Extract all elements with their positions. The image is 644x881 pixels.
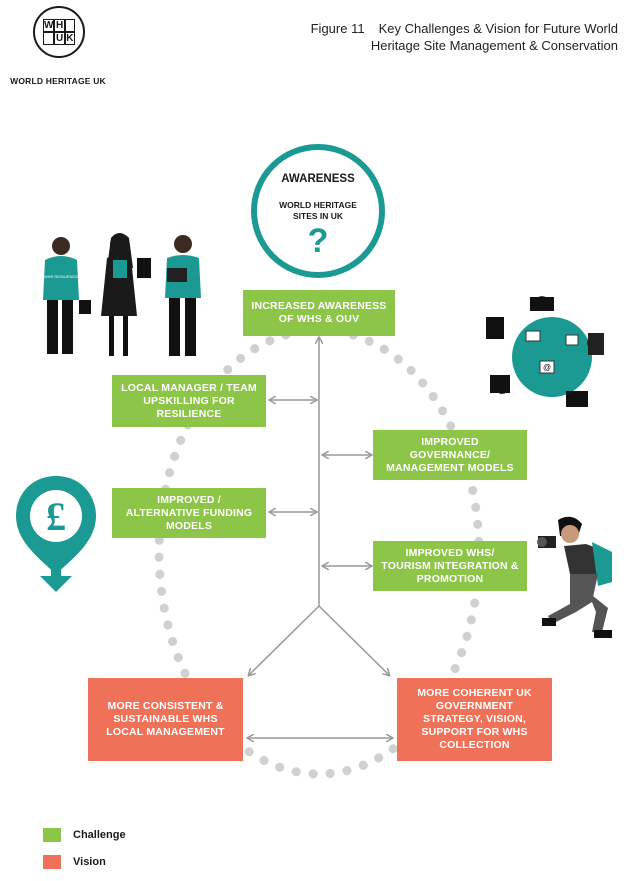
challenge-governance: IMPROVED GOVERNANCE/ MANAGEMENT MODELS (373, 430, 527, 480)
branch-right-arrow (318, 605, 389, 675)
world-heritage-uk-logo: W H U K WORLD HERITAGE UK (10, 6, 106, 94)
logo-circle (33, 6, 85, 58)
challenge-funding: IMPROVED / ALTERNATIVE FUNDING MODELS (112, 488, 266, 538)
legend-challenge-swatch (43, 828, 61, 842)
logo-letter-grid: W H U K (43, 19, 75, 45)
logo-letter: H (54, 19, 65, 32)
question-mark-icon: ? (307, 222, 329, 260)
logo-letter (43, 32, 55, 45)
awareness-title: AWARENESS (281, 173, 355, 185)
logo-letter (64, 19, 75, 32)
legend-vision: Vision (43, 855, 106, 869)
legend-challenge: Challenge (43, 828, 126, 842)
legend-challenge-label: Challenge (73, 829, 126, 841)
pound-icon: £ (46, 494, 66, 539)
figure-title-line2: Heritage Site Management & Conservation (370, 38, 618, 53)
vision-local-management: MORE CONSISTENT & SUSTAINABLE WHS LOCAL … (88, 678, 243, 761)
challenge-local-manager: LOCAL MANAGER / TEAM UPSKILLING FOR RESI… (112, 375, 266, 427)
awareness-circle: AWARENESS WORLD HERITAGE SITES IN UK ? (251, 144, 385, 278)
logo-letter: U (54, 32, 65, 45)
logo-letter: K (64, 32, 75, 45)
branch-left-arrow (249, 605, 320, 675)
photographer-illustration (537, 516, 612, 638)
pound-pin-illustration: £ (16, 476, 96, 592)
legend-vision-swatch (43, 855, 61, 869)
awareness-subtitle: WORLD HERITAGE SITES IN UK (279, 200, 357, 221)
meeting-table-illustration: @ (486, 296, 604, 407)
team-badge: WHS RESILIENCE (44, 274, 79, 279)
vision-government-strategy: MORE COHERENT UK GOVERNMENT STRATEGY, VI… (397, 678, 552, 761)
challenge-increased-awareness: INCREASED AWARENESS OF WHS & OUV (243, 290, 395, 336)
challenge-tourism: IMPROVED WHS/ TOURISM INTEGRATION & PROM… (373, 541, 527, 591)
figure-title-line1: Key Challenges & Vision for Future World (378, 21, 618, 36)
figure-number: Figure 11 (310, 21, 365, 36)
figure-title: Figure 11 Key Challenges & Vision for Fut… (258, 20, 618, 54)
logo-letter: W (43, 19, 55, 32)
team-people-illustration: WHS RESILIENCE (43, 233, 201, 356)
at-symbol: @ (543, 363, 551, 372)
logo-name: WORLD HERITAGE UK (10, 76, 106, 86)
legend-vision-label: Vision (73, 856, 106, 868)
